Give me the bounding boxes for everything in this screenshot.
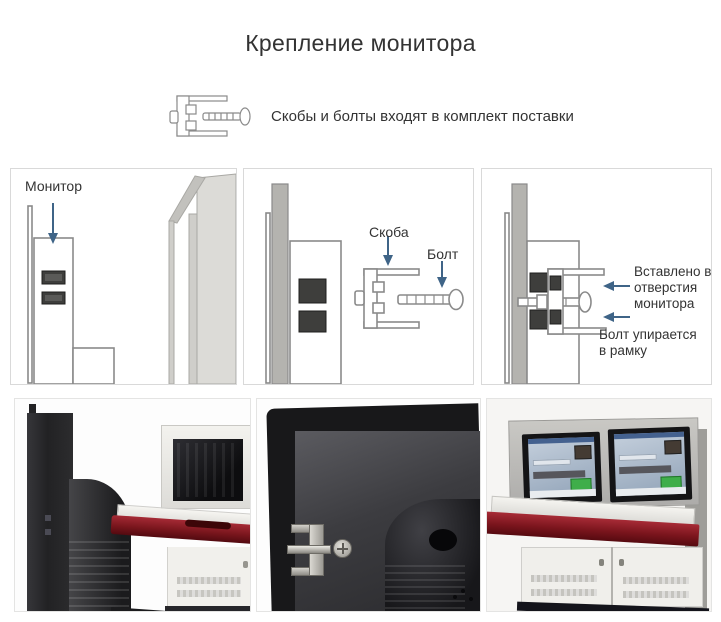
left-monitor — [521, 431, 603, 505]
cabinet-keyhole — [243, 561, 248, 568]
cabinet-vent — [177, 577, 241, 584]
console-screen-opening — [173, 439, 243, 501]
display-footer — [615, 486, 687, 497]
display-thumbnail — [574, 444, 592, 460]
kit-note-text: Скобы и болты входят в комплект поставки — [271, 107, 574, 125]
monitor-back-pillar — [69, 479, 131, 611]
bolt-label: Болт — [427, 246, 459, 262]
inserted-label: Вставлено в отверстия монитора — [634, 264, 712, 311]
down-arrow — [437, 261, 447, 288]
down-arrow — [48, 203, 58, 244]
photo-bracket-closeup — [256, 398, 481, 612]
bolt-drawing — [397, 288, 464, 311]
monitor-label: Монитор — [25, 178, 82, 194]
cabinet-vent — [623, 577, 689, 584]
bolt-head-cross — [342, 543, 344, 554]
monitor-button — [45, 529, 51, 535]
cabinet-vent — [531, 575, 597, 582]
diagram-step-2: Скоба Болт — [243, 168, 474, 385]
cabinet-vent — [531, 589, 597, 596]
down-arrow — [383, 236, 393, 266]
left-arrow — [603, 312, 630, 322]
monitor-side-view — [265, 183, 342, 384]
monitor-side-view — [27, 205, 115, 384]
floor-shadow — [110, 607, 168, 611]
display-thumbnail — [664, 439, 682, 455]
diagram-step-3: Вставлено в отверстия монитора Болт упир… — [481, 168, 712, 385]
left-arrow — [603, 281, 630, 291]
stand-ribs — [385, 565, 465, 611]
vent-dot — [453, 595, 457, 599]
monitor-console-drawing — [27, 173, 236, 384]
photo-monitor-and-console — [14, 398, 251, 612]
bracket-bolt-drawing — [265, 183, 464, 384]
cabinet-door-seam — [611, 547, 613, 607]
stand-hole — [429, 529, 457, 551]
console-base — [165, 606, 250, 611]
bracket-label: Скоба — [369, 224, 409, 240]
cabinet-keyhole — [619, 559, 624, 566]
monitor-side-photo — [27, 413, 73, 611]
cabinet-vent — [623, 591, 689, 598]
installed-assembly — [517, 268, 607, 335]
cabinet-vent — [177, 590, 241, 597]
right-monitor — [607, 426, 693, 503]
kit-note: Скобы и болты входят в комплект поставки — [167, 91, 574, 141]
console-frame — [168, 173, 236, 384]
page-title: Крепление монитора — [245, 30, 476, 56]
bolt-rests-label: Болт упирается в рамку — [599, 327, 697, 358]
vent-dot — [469, 597, 473, 601]
monitor-hinge — [29, 404, 36, 416]
monitor-button — [45, 515, 51, 521]
bracket-and-bolt-icon — [169, 95, 251, 137]
bolt-shaft — [287, 545, 331, 554]
installed-bracket-drawing — [504, 183, 630, 384]
vent-dot — [461, 589, 465, 593]
photo-dual-console — [486, 398, 712, 612]
display-footer — [529, 488, 596, 499]
pillar-ribs — [69, 541, 129, 611]
diagram-step-1: Монитор — [10, 168, 237, 385]
screen-reflections — [177, 443, 239, 497]
cabinet-keyhole — [599, 559, 604, 566]
bracket-drawing — [354, 268, 420, 329]
